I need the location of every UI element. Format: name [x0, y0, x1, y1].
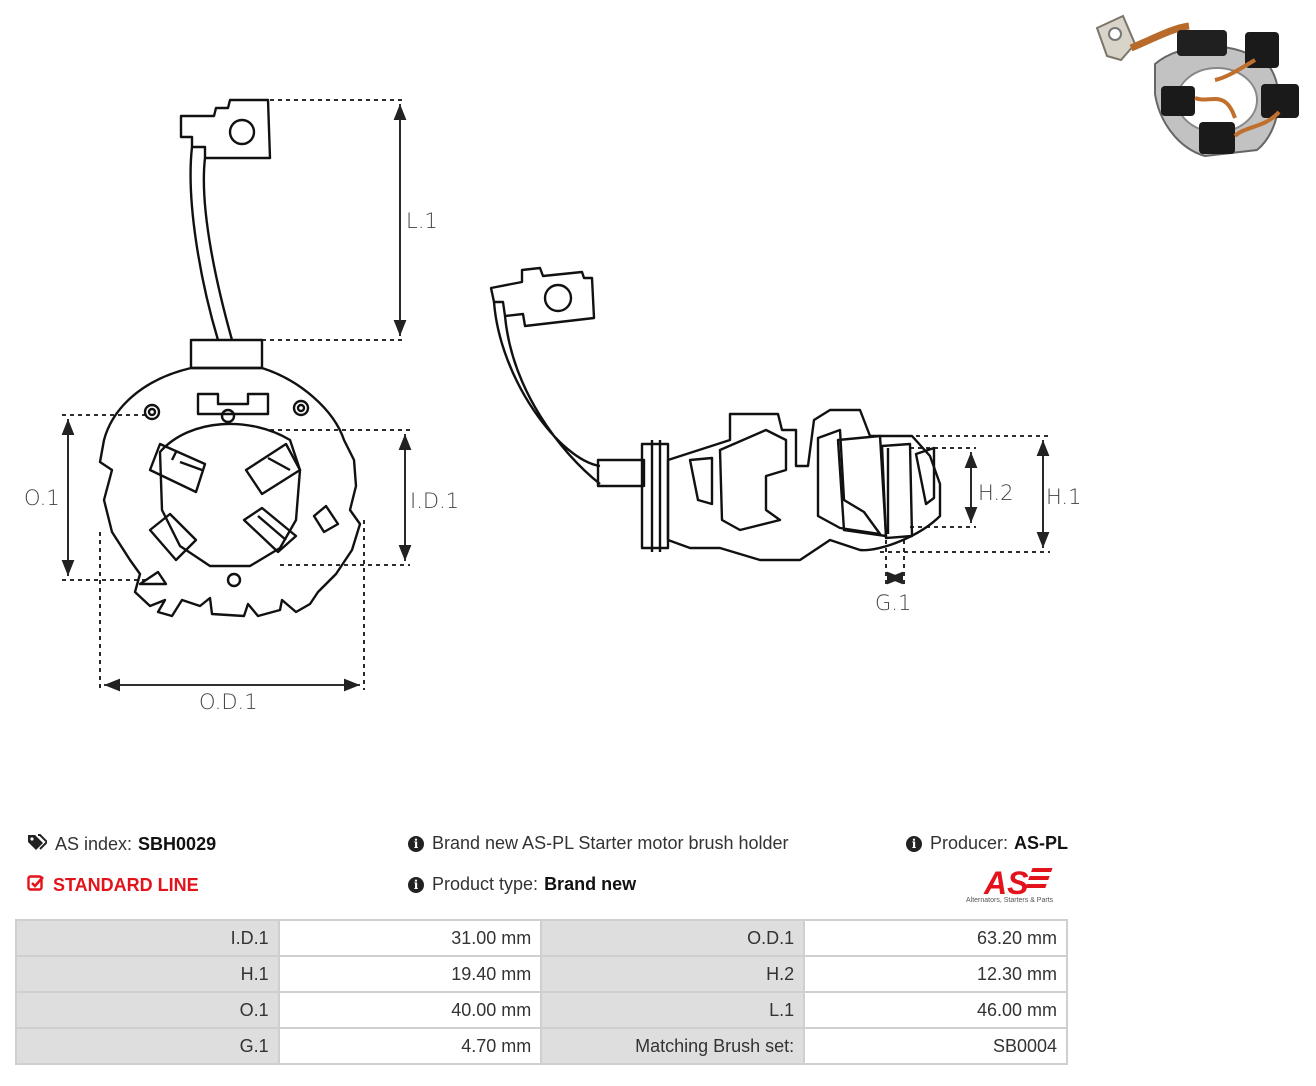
- info-icon: i: [408, 876, 424, 893]
- description-text: Brand new AS-PL Starter motor brush hold…: [432, 833, 789, 853]
- spec-key: O.1: [17, 993, 278, 1027]
- info-icon: i: [408, 835, 424, 852]
- spec-key: L.1: [542, 993, 804, 1027]
- table-row: I.D.1 31.00 mm O.D.1 63.20 mm: [17, 921, 1066, 955]
- as-index: AS index: SBH0029: [27, 833, 216, 856]
- dim-label-g1: G.1: [875, 591, 911, 615]
- producer-value: AS-PL: [1014, 833, 1069, 853]
- holder-body: [98, 366, 362, 618]
- dim-label-h1: H.1: [1046, 485, 1081, 509]
- spec-value: 46.00 mm: [805, 993, 1066, 1027]
- specs-table: I.D.1 31.00 mm O.D.1 63.20 mm H.1 19.40 …: [15, 919, 1068, 1065]
- checkbox-checked-icon: [27, 874, 45, 897]
- producer: i Producer: AS-PL: [906, 833, 1068, 854]
- description: i Brand new AS-PL Starter motor brush ho…: [408, 833, 789, 854]
- standard-line: STANDARD LINE: [27, 874, 199, 897]
- spec-value: 31.00 mm: [279, 921, 541, 955]
- dim-label-o1: O.1: [24, 486, 60, 510]
- index-label: AS index:: [55, 834, 133, 854]
- dim-label-h2: H.2: [978, 481, 1013, 505]
- brush-holder-photo: [1095, 14, 1299, 158]
- spec-key: H.1: [17, 957, 278, 991]
- table-row: O.1 40.00 mm L.1 46.00 mm: [17, 993, 1066, 1027]
- product-type: i Product type: Brand new: [408, 874, 636, 895]
- spec-value: 63.20 mm: [805, 921, 1066, 955]
- lead-wire: [189, 146, 234, 341]
- spec-key: Matching Brush set:: [542, 1029, 804, 1063]
- type-label: Product type:: [432, 874, 539, 894]
- spec-key: H.2: [542, 957, 804, 991]
- table-row: G.1 4.70 mm Matching Brush set: SB0004: [17, 1029, 1066, 1063]
- as-pl-logo: AS Alternators, Starters & Parts: [962, 864, 1072, 908]
- dim-label-id1: I.D.1: [410, 489, 459, 513]
- spec-value: 4.70 mm: [279, 1029, 541, 1063]
- spec-value: 12.30 mm: [805, 957, 1066, 991]
- producer-label: Producer:: [930, 833, 1009, 853]
- type-value: Brand new: [544, 874, 637, 894]
- table-row: H.1 19.40 mm H.2 12.30 mm: [17, 957, 1066, 991]
- index-value: SBH0029: [138, 834, 217, 854]
- logo-tagline: Alternators, Starters & Parts: [966, 897, 1054, 904]
- spec-value: SB0004: [805, 1029, 1066, 1063]
- dim-label-l1: L.1: [406, 209, 438, 233]
- side-view: [489, 266, 942, 562]
- spec-value: 40.00 mm: [279, 993, 541, 1027]
- svg-text:AS: AS: [983, 865, 1029, 898]
- standard-line-label: STANDARD LINE: [53, 875, 199, 895]
- terminal-hole: [228, 118, 256, 146]
- tags-icon: [27, 833, 49, 856]
- spec-key: G.1: [17, 1029, 278, 1063]
- terminal-tab: [179, 98, 272, 160]
- spec-key: O.D.1: [542, 921, 804, 955]
- front-view: [98, 98, 362, 618]
- technical-drawing: L.1 O.1 I.D.1 O.D.1 H.1 H.2 G.1: [24, 98, 1081, 714]
- dim-label-od1: O.D.1: [199, 690, 258, 714]
- spec-value: 19.40 mm: [279, 957, 541, 991]
- info-icon: i: [906, 835, 922, 852]
- spec-key: I.D.1: [17, 921, 278, 955]
